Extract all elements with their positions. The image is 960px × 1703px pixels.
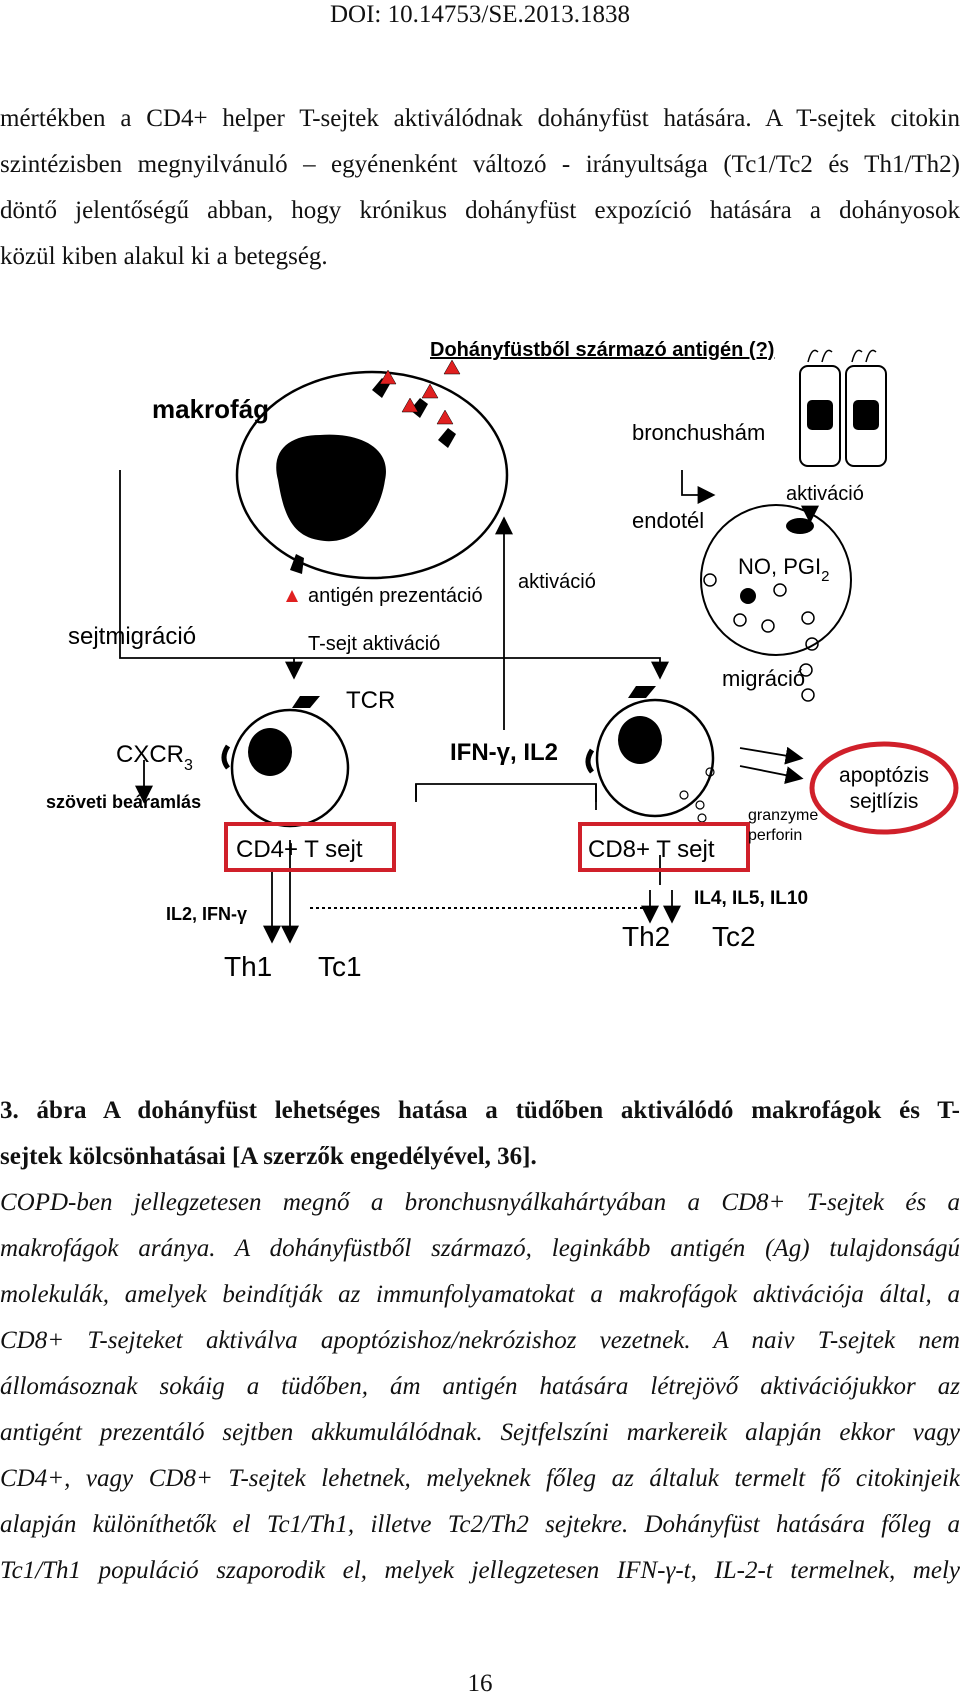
tcr-label: TCR — [346, 687, 395, 714]
body-line: alapján különíthetők el Tc1/Th1, illetve… — [0, 1511, 960, 1538]
il4-il5-il10-label: IL4, IL5, IL10 — [694, 888, 808, 909]
th1-label: Th1 — [224, 951, 272, 982]
tc2-label: Tc2 — [712, 921, 756, 952]
cd8-box — [578, 822, 750, 872]
sejtmigracio-label: sejtmigráció — [68, 623, 196, 650]
macrophage-cell — [235, 359, 509, 602]
granzyme-label: granzyme — [748, 807, 818, 824]
figure-3-diagram: Dohányfüstből származó antigén (?) makro… — [0, 340, 960, 1090]
ifn-il2-label: IFN-γ, IL2 — [450, 739, 558, 766]
body-line: molekulák, amelyek beindítják az immunfo… — [0, 1281, 960, 1308]
cd8-t-cell — [585, 686, 715, 823]
body-line: antigént prezentáló sejtben akkumulálódn… — [0, 1419, 960, 1446]
no-pgi-label: NO, PGI2 — [738, 554, 829, 585]
caption-line: 3. ábra A dohányfüst lehetséges hatása a… — [0, 1097, 960, 1124]
body-line: makrofágok aránya. A dohányfüstből szárm… — [0, 1235, 960, 1262]
antigen-title: Dohányfüstből származó antigén (?) — [430, 340, 774, 361]
cxcr-label: CXCR3 — [116, 741, 193, 774]
antigen-prezentacio-label: antigén prezentáció — [308, 585, 483, 607]
szoveti-bearamlas-label: szöveti beáramlás — [46, 792, 201, 812]
endotel-label: endotél — [632, 508, 704, 533]
apoptozis-label: apoptózis — [839, 764, 929, 787]
caption-line: sejtek kölcsönhatásai [A szerzők engedél… — [0, 1143, 537, 1170]
intro-line: közül kiben alakul ki a betegség. — [0, 243, 328, 270]
page-number: 16 — [467, 1670, 493, 1697]
body-line: COPD-ben jellegzetesen megnő a bronchusn… — [0, 1189, 960, 1216]
macrophage-nucleus — [276, 434, 386, 542]
body-line: Tc1/Th1 populáció szaporodik el, melyek … — [0, 1557, 960, 1584]
body-paragraph: COPD-ben jellegzetesen megnő a bronchusn… — [0, 1180, 960, 1594]
migracio-label: migráció — [722, 666, 805, 691]
aktivacio-mid-label: aktiváció — [518, 571, 596, 593]
doi-header: DOI: 10.14753/SE.2013.1838 — [330, 1, 630, 28]
cd4-box — [224, 822, 396, 872]
intro-line: döntő jelentőségű abban, hogy krónikus d… — [0, 197, 960, 224]
diagram-svg: Dohányfüstből származó antigén (?) makro… — [46, 340, 959, 982]
body-line: CD8+ T-sejteket aktiválva apoptózishoz/n… — [0, 1327, 960, 1354]
cd4-t-cell — [221, 696, 350, 828]
bronchial-epithelium-icon — [799, 349, 887, 467]
intro-paragraph: mértékben a CD4+ helper T-sejtek aktivál… — [0, 96, 960, 280]
sejtlizis-label: sejtlízis — [850, 790, 919, 813]
apoptosis-ellipse — [809, 741, 959, 835]
cd4-label: CD4+ T sejt — [236, 836, 363, 863]
tc1-label: Tc1 — [318, 951, 362, 982]
endothelial-vessel — [700, 504, 852, 702]
tsejt-aktivacio-label: T-sejt aktiváció — [308, 633, 440, 655]
figure-caption: 3. ábra A dohányfüst lehetséges hatása a… — [0, 1088, 960, 1180]
intro-line: szintézisben megnyilvánuló – egyénenként… — [0, 151, 960, 178]
body-line: állomásoznak sokáig a tüdőben, ám antigé… — [0, 1373, 960, 1400]
intro-line: mértékben a CD4+ helper T-sejtek aktivál… — [0, 105, 960, 132]
th2-label: Th2 — [622, 921, 670, 952]
perforin-label: perforin — [748, 827, 802, 844]
bronchusham-label: bronchushám — [632, 420, 765, 445]
cd8-label: CD8+ T sejt — [588, 836, 715, 863]
il2-ifn-label: IL2, IFN-γ — [166, 904, 247, 924]
makrofag-label: makrofág — [152, 394, 269, 424]
aktivacio-top-label: aktiváció — [786, 483, 864, 505]
body-line: CD4+, vagy CD8+ T-sejtek lehetnek, melye… — [0, 1465, 960, 1492]
diagram-arrows — [119, 470, 819, 944]
